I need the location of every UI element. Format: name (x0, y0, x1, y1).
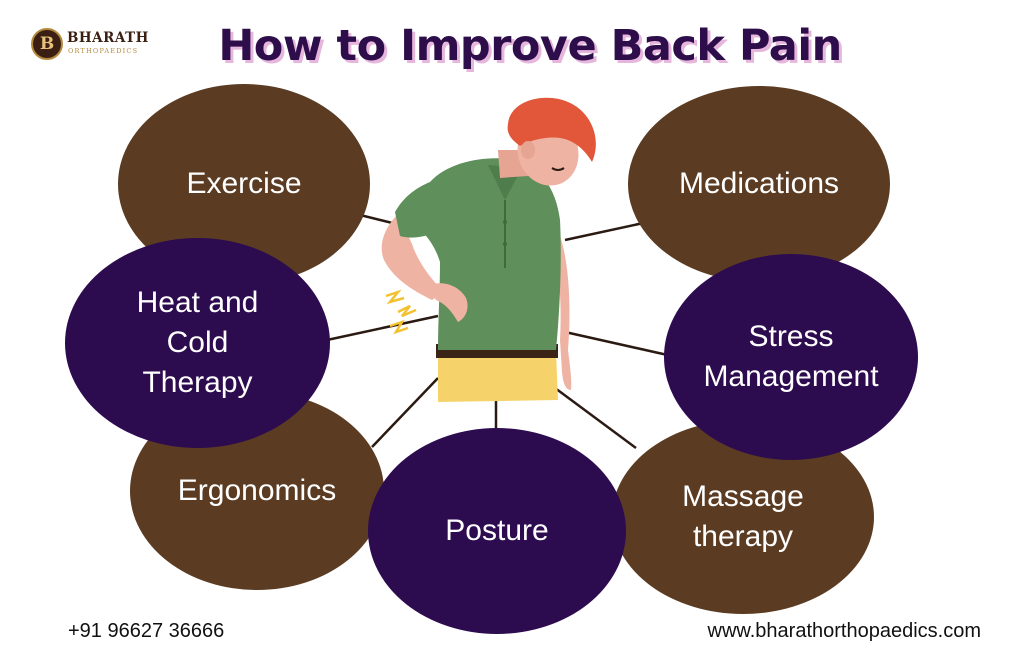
brand-logo[interactable]: B BHARATH ORTHOPAEDICS (31, 26, 161, 66)
tip-posture-label: Posture (445, 514, 549, 547)
footer-website-link[interactable]: www.bharathorthopaedics.com (707, 620, 981, 642)
pain-spark-icon (385, 289, 417, 335)
logo-subtitle: ORTHOPAEDICS (68, 47, 139, 55)
logo-initial: B (39, 33, 55, 54)
tip-medications: Medications (628, 86, 890, 282)
tip-posture: Posture (368, 428, 626, 634)
tip-stress-management: Stress Management (664, 254, 918, 460)
tip-medications-label: Medications (678, 167, 840, 200)
tip-massage-therapy-label: Massage therapy (682, 480, 804, 553)
logo-badge-icon: B (31, 28, 63, 60)
tip-heat-cold-therapy-label: Heat and Cold Therapy (136, 286, 259, 399)
person-figure-icon (381, 97, 596, 402)
logo-name: BHARATH (67, 30, 149, 46)
tip-ergonomics-label: Ergonomics (177, 474, 337, 507)
tip-heat-cold-therapy: Heat and Cold Therapy (65, 238, 330, 448)
tip-stress-management-label: Stress Management (703, 320, 879, 393)
footer-phone[interactable]: +91 96627 36666 (68, 620, 225, 642)
page-title: How to Improve Back Pain (218, 21, 842, 71)
connector-lines (326, 211, 673, 450)
tip-exercise-label: Exercise (186, 167, 302, 200)
